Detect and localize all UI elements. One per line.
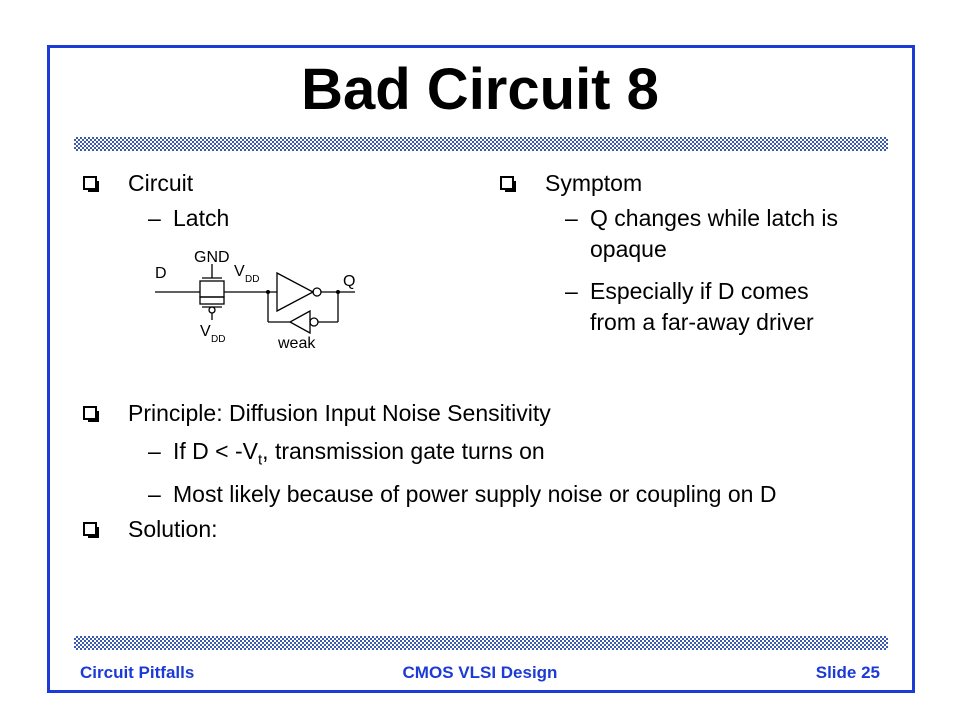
vdd-sub-bottom: DD [211, 334, 225, 345]
vdd-label-bottom: V [200, 323, 211, 340]
weak-bubble [309, 317, 319, 327]
weak-inverter [288, 309, 311, 335]
dash-icon: – [148, 481, 161, 507]
vdd-label-top: V [234, 263, 245, 280]
footer-right: Slide 25 [815, 663, 880, 682]
solution-heading: Solution: [128, 516, 218, 542]
dash-icon: – [565, 205, 578, 231]
principle-item-1-post: , transmission gate turns on [262, 438, 545, 464]
checkbox-bullet-icon [83, 406, 99, 422]
principle-item-2: Most likely because of power supply nois… [173, 481, 777, 507]
latch-label: Latch [173, 205, 230, 231]
checkbox-bullet-icon [500, 176, 516, 192]
principle-item-1: If D < -Vt, transmission gate turns on [173, 437, 545, 475]
latch-schematic: D GND V DD Q V DD weak [155, 249, 355, 350]
symptom-item-1-line-2: opaque [590, 236, 667, 262]
slide-title: Bad Circuit 8 [301, 57, 659, 122]
q-label: Q [343, 273, 355, 290]
tgate-bottom [199, 296, 225, 305]
footer-center: CMOS VLSI Design [402, 663, 558, 682]
weak-label: weak [277, 335, 316, 350]
symptom-item-2-line-2: from a far-away driver [590, 309, 814, 335]
dash-icon: – [148, 205, 161, 231]
dash-icon: – [148, 438, 161, 464]
symptom-item-1-line-1: Q changes while latch is [590, 205, 839, 231]
checkbox-bullet-icon [83, 176, 99, 192]
principle-heading: Principle: Diffusion Input Noise Sensiti… [128, 400, 551, 426]
principle-item-1-pre: If D < -V [173, 438, 258, 464]
tgate-bubble [208, 306, 216, 314]
principle-item-1-sub: t [258, 451, 263, 469]
slide-frame [47, 45, 915, 693]
footer-divider [74, 636, 888, 650]
symptom-item-2-line-1: Especially if D comes [590, 278, 809, 304]
d-label: D [155, 265, 167, 282]
vdd-sub-top: DD [245, 274, 259, 285]
gnd-label: GND [194, 249, 230, 266]
dash-icon: – [565, 278, 578, 304]
circuit-heading: Circuit [128, 170, 194, 196]
checkbox-bullet-icon [83, 522, 99, 538]
symptom-heading: Symptom [545, 170, 643, 196]
footer-left: Circuit Pitfalls [80, 663, 195, 682]
forward-inverter [276, 271, 315, 313]
title-divider [74, 137, 888, 151]
tgate-top [199, 280, 225, 298]
